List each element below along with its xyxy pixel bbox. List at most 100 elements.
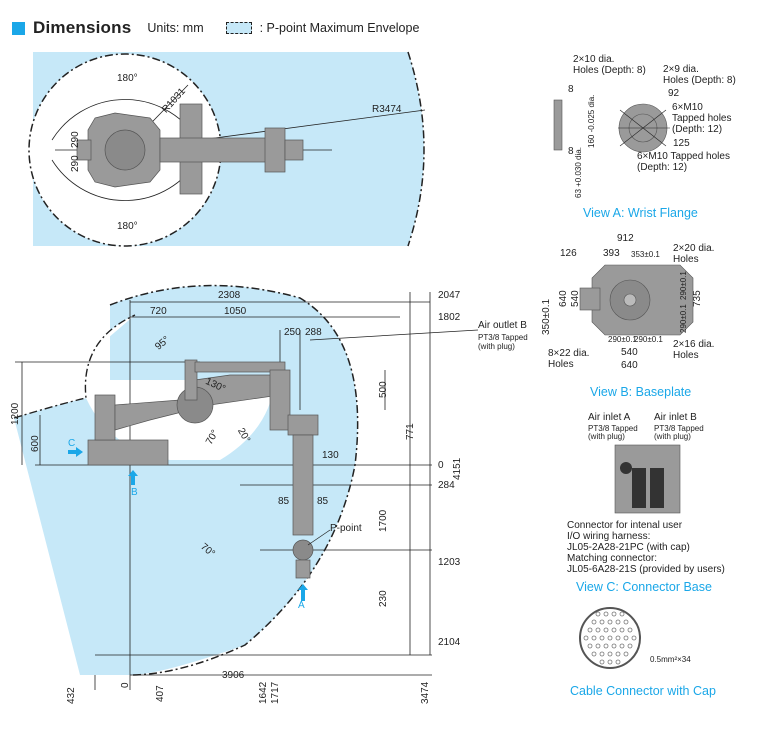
connector-pin <box>623 619 629 625</box>
p-point-label: P-point <box>330 523 362 534</box>
view-a-caption: View A: Wrist Flange <box>583 206 698 220</box>
dim-720: 720 <box>150 306 167 317</box>
view-b-540: 540 <box>570 290 581 307</box>
connector-note-2: I/O wiring harness: <box>567 531 651 542</box>
section-marker-icon <box>12 21 25 35</box>
view-a-dim-8-bottom: 8 <box>568 146 574 157</box>
connector-pin <box>603 611 609 617</box>
top-view: 180° 180° R1031 R3474 290 290 <box>0 0 440 250</box>
connector-note-5: JL05-6A28-21S (provided by users) <box>567 564 725 575</box>
view-b-353: 353±0.1 <box>631 250 660 259</box>
robot-side-silhouette <box>87 359 319 579</box>
view-a-drawing <box>553 99 670 153</box>
connector-pin <box>603 627 609 633</box>
dim-2308: 2308 <box>218 290 241 301</box>
view-a-dim-160: 160 -0.025 dia. <box>587 94 596 148</box>
ladder-0: 0 <box>438 460 444 471</box>
connector-note-1: Connector for intenal user <box>567 520 683 531</box>
side-view: 2308 720 1050 250 288 95° 130° 70° 20° 7… <box>0 280 528 704</box>
connector-pin <box>611 611 617 617</box>
view-a-note-1-line2: Holes (Depth: 8) <box>573 65 646 76</box>
connector-pin <box>607 659 613 665</box>
arrow-b-icon <box>128 470 138 485</box>
connector-pin <box>607 635 613 641</box>
bottom-407: 407 <box>155 685 166 702</box>
connector-pin <box>595 611 601 617</box>
view-b-640-bottom: 640 <box>621 360 638 371</box>
ladder-1802: 1802 <box>438 312 461 323</box>
ladder-2104: 2104 <box>438 637 461 648</box>
cable-connector: 0.5mm²×34 Cable Connector with Cap <box>570 600 764 710</box>
air-inlet-a-l1: PT3/8 Tapped <box>588 424 638 433</box>
view-a-note-m10b-l2: (Depth: 12) <box>637 162 688 173</box>
view-b-note-3: 2×16 dia. <box>673 339 715 350</box>
air-inlet-b-title: Air inlet B <box>654 412 697 423</box>
connector-pin <box>599 619 605 625</box>
connector-pin <box>619 643 625 649</box>
connector-pin <box>595 627 601 633</box>
connector-pin <box>603 643 609 649</box>
air-outlet-title: Air outlet B <box>478 320 527 331</box>
air-inlet-b-l1: PT3/8 Tapped <box>654 424 704 433</box>
ladder-284: 284 <box>438 480 455 491</box>
bottom-1642: 1642 <box>258 681 269 704</box>
ladder-1203: 1203 <box>438 557 461 568</box>
view-a-125: 125 <box>673 138 690 149</box>
side-envelope-edge <box>109 284 359 676</box>
dim-1700: 1700 <box>378 509 389 532</box>
inner-envelope-edge <box>13 314 136 419</box>
dim-600: 600 <box>30 435 41 452</box>
envelope-legend-swatch <box>225 22 252 34</box>
robot-top-silhouette <box>76 103 304 195</box>
connector-pin <box>615 659 621 665</box>
connector-pin <box>611 643 617 649</box>
connector-pin <box>627 643 633 649</box>
view-b-290-right-b: 290±0.1 <box>679 304 688 333</box>
dim-1050: 1050 <box>224 306 247 317</box>
view-a-note-1: 2×10 dia. <box>573 54 615 65</box>
view-b-note-1-l2: Holes <box>673 254 699 265</box>
view-c-connector-base: Air inlet A PT3/8 Tapped (with plug) Air… <box>560 400 764 600</box>
connector-pin <box>607 651 613 657</box>
connector-pin <box>587 643 593 649</box>
view-b-note-2: 8×22 dia. <box>548 348 590 359</box>
connector-pin <box>599 659 605 665</box>
view-a-92: 92 <box>668 88 680 99</box>
bottom-0: 0 <box>120 682 131 688</box>
connector-pin <box>599 651 605 657</box>
top-view-drawing <box>28 51 426 247</box>
view-b-note-2-l2: Holes <box>548 359 574 370</box>
air-outlet-line2: (with plug) <box>478 342 515 351</box>
dim-250: 250 <box>284 327 301 338</box>
dim-1200: 1200 <box>10 402 21 425</box>
view-c-drawing <box>614 444 681 514</box>
connector-pin <box>591 619 597 625</box>
view-b-note-1: 2×20 dia. <box>673 243 715 254</box>
dim-500: 500 <box>378 381 389 398</box>
view-b-393: 393 <box>603 248 620 259</box>
connector-pin <box>607 619 613 625</box>
view-a-note-m10-l2: Tapped holes <box>672 113 732 124</box>
connector-note-4: Matching connector: <box>567 553 658 564</box>
connector-pin <box>627 627 633 633</box>
bottom-1717: 1717 <box>270 681 281 704</box>
ladder-4151: 4151 <box>452 457 463 480</box>
view-b-290-right-a: 290±0.1 <box>679 271 688 300</box>
air-inlet-a-title: Air inlet A <box>588 412 631 423</box>
top-angle-lower: 180° <box>117 221 138 232</box>
dim-288: 288 <box>305 327 322 338</box>
dim-85-right: 85 <box>317 496 329 507</box>
dim-290-upper: 290 <box>70 131 81 148</box>
air-inlet-b-l2: (with plug) <box>654 432 691 441</box>
view-a-note-m10b: 6×M10 Tapped holes <box>637 151 730 162</box>
connector-pin <box>623 635 629 641</box>
air-outlet-leader <box>309 329 479 341</box>
r3474-label: R3474 <box>372 104 402 115</box>
units-label: Units: mm <box>147 21 204 35</box>
dim-290-lower: 290 <box>70 155 81 172</box>
view-a-dim-8-top: 8 <box>568 84 574 95</box>
connector-pin <box>615 651 621 657</box>
connector-pin <box>591 635 597 641</box>
dim-771: 771 <box>405 423 416 440</box>
connector-pin <box>599 635 605 641</box>
